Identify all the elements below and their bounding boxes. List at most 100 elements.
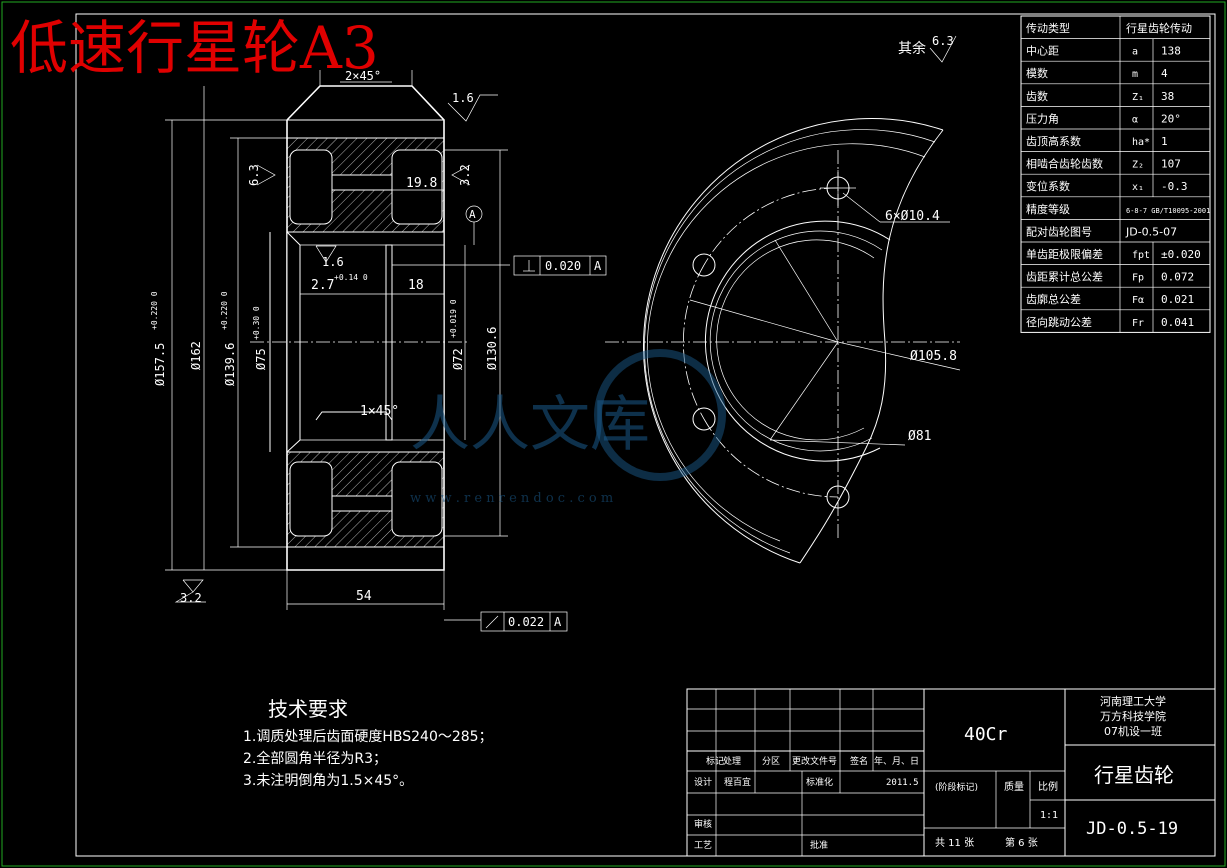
roughness-rest-value: 6.3	[932, 34, 954, 48]
roughness-16-bore: 1.6	[322, 255, 344, 269]
drawing-border	[75, 13, 1216, 857]
gear-param-symbol: m	[1132, 69, 1138, 80]
gear-param-symbol: Z₂	[1132, 160, 1144, 171]
dia-130-6: Ø130.6	[485, 327, 499, 370]
dim-18: 18	[408, 278, 424, 293]
gear-param-name: 单齿距极限偏差	[1026, 247, 1103, 261]
groove-tolerance: +0.14 0	[334, 273, 368, 282]
perp-tolerance-value: 0.020	[545, 259, 581, 273]
gear-param-symbol: Fp	[1132, 273, 1144, 284]
tb-hdr-process: 处理	[723, 755, 741, 767]
dia-105-8: Ø105.8	[910, 349, 957, 364]
watermark-text: 人人文库	[410, 390, 650, 460]
gear-param-value: 107	[1161, 158, 1181, 171]
gear-param-value: 38	[1161, 90, 1174, 103]
gear-param-name: 模数	[1026, 67, 1048, 80]
dia-72: Ø72	[451, 348, 465, 370]
tb-hdr-zone: 分区	[762, 756, 780, 767]
gear-param-name: 相啮合齿轮齿数	[1026, 157, 1103, 171]
gear-param-symbol: α	[1132, 114, 1138, 125]
gear-param-value: 0.072	[1161, 271, 1194, 284]
width-54: 54	[356, 589, 372, 604]
gear-param-name: 压力角	[1026, 112, 1059, 125]
gear-param-value: 6-8-7 GB/T10095-2001	[1126, 207, 1210, 215]
gear-param-symbol: x₁	[1132, 182, 1144, 193]
gear-param-value: 1	[1161, 135, 1168, 148]
runout-tolerance-value: 0.022	[508, 615, 544, 629]
dia-162: Ø162	[189, 341, 203, 370]
roughness-32-right: 3.2	[458, 164, 472, 186]
gear-param-value: 0.041	[1161, 316, 1194, 329]
gear-param-value: 行星齿轮传动	[1126, 21, 1192, 35]
tech-req-title: 技术要求	[268, 697, 348, 721]
tb-approve-label: 批准	[810, 839, 828, 851]
holes-label: 6×Ø10.4	[885, 209, 940, 224]
tb-designer: 程百宜	[724, 776, 751, 788]
tech-req-item-1: 1.调质处理后齿面硬度HBS240～285；	[243, 729, 493, 745]
gear-param-name: 齿距累计总公差	[1026, 270, 1103, 284]
watermark-url: w w w . r e n r e n d o c . c o m	[410, 491, 613, 506]
gear-param-symbol: Z₁	[1132, 92, 1144, 103]
watermark: 人人文库 w w w . r e n r e n d o c . c o m	[410, 349, 726, 506]
section-view	[165, 70, 607, 632]
tb-hdr-change-doc: 更改文件号	[792, 755, 837, 767]
gear-param-value: JD-0.5-07	[1125, 225, 1177, 238]
tb-hdr-sign: 签名	[850, 755, 868, 767]
tb-date: 2011.5	[886, 778, 919, 788]
perp-tolerance-datum: A	[594, 259, 602, 273]
tb-school-1: 河南理工大学	[1100, 694, 1166, 708]
tech-req-item-3: 3.未注明倒角为1.5×45°。	[243, 773, 413, 789]
tb-sheets: 共 11 张	[935, 837, 974, 849]
runout-tolerance-datum: A	[554, 615, 562, 629]
gear-param-value: ±0.020	[1161, 248, 1201, 261]
gear-param-name: 传动类型	[1026, 21, 1070, 35]
dia-72-tol: +0.019 0	[449, 299, 458, 338]
tb-scale-label: 比例	[1038, 780, 1058, 793]
roughness-16-top: 1.6	[452, 91, 474, 105]
dia-157-5: Ø157.5	[153, 343, 167, 386]
tb-review-label: 审核	[694, 818, 712, 830]
gear-param-name: 精度等级	[1026, 202, 1070, 216]
dia-75: Ø75	[254, 348, 268, 370]
chamfer-top-label: 2×45°	[345, 69, 381, 83]
gear-param-value: 0.021	[1161, 293, 1194, 306]
gear-param-symbol: fpt	[1132, 250, 1150, 261]
front-view	[605, 118, 961, 564]
gear-param-symbol: Fα	[1132, 295, 1144, 306]
dia-75-tol: +0.30 0	[252, 306, 261, 340]
tb-stage-label: (阶段标记)	[935, 781, 978, 793]
tb-sheet-no: 第 6 张	[1005, 836, 1038, 849]
tb-mass-label: 质量	[1004, 781, 1024, 793]
roughness-63-left: 6.3	[247, 164, 261, 186]
gear-param-value: 20°	[1161, 112, 1181, 125]
gear-param-symbol: Fr	[1132, 318, 1144, 329]
gear-param-name: 齿数	[1026, 90, 1048, 103]
gear-param-name: 齿顶高系数	[1026, 134, 1081, 148]
roughness-rest-label: 其余	[898, 40, 926, 57]
gear-param-value: 4	[1161, 67, 1168, 80]
gear-param-value: -0.3	[1161, 180, 1188, 193]
dia-139-6-tol: +0.220 0	[220, 291, 229, 330]
gear-param-symbol: ha*	[1132, 137, 1150, 148]
gear-param-value: 138	[1161, 45, 1181, 58]
dia-157-5-tol: +0.220 0	[150, 291, 159, 330]
tb-drawing-no: JD-0.5-19	[1086, 819, 1178, 839]
tb-scale: 1:1	[1040, 810, 1058, 821]
tb-part-name: 行星齿轮	[1094, 763, 1174, 787]
tb-std-label: 标准化	[806, 776, 833, 788]
width-19-8: 19.8	[406, 176, 437, 191]
groove-width: 2.7	[311, 278, 334, 293]
gear-param-name: 径向跳动公差	[1026, 315, 1092, 329]
tb-hdr-mark: 标记	[706, 755, 724, 767]
roughness-32-bottom: 3.2	[180, 591, 202, 605]
tb-school-2: 万方科技学院	[1100, 709, 1166, 723]
gear-param-symbol: a	[1132, 47, 1138, 58]
drawing-title: 低速行星轮A3	[10, 14, 379, 82]
tb-process-label: 工艺	[694, 840, 712, 851]
gear-param-name: 配对齿轮图号	[1026, 224, 1092, 238]
tech-req-item-2: 2.全部圆角半径为R3；	[243, 750, 387, 767]
title-block	[686, 688, 1216, 857]
tb-material: 40Cr	[964, 724, 1008, 745]
